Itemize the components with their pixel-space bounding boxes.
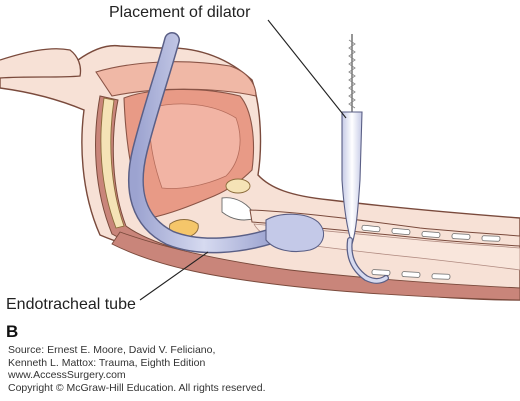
panel-letter: B — [6, 322, 19, 341]
citation-line-1: Source: Ernest E. Moore, David V. Felici… — [8, 344, 216, 356]
hyoid-bone — [225, 178, 251, 194]
tube-leader-line — [139, 251, 209, 301]
guidewire-coil — [348, 39, 356, 109]
source-citation: Source: Ernest E. Moore, David V. Felici… — [8, 344, 266, 394]
endotracheal-tube-label: Endotracheal tube — [6, 296, 136, 313]
head-neck-silhouette — [0, 44, 520, 301]
nose-profile — [0, 48, 82, 79]
dilator-label: Placement of dilator — [109, 4, 251, 21]
tongue — [149, 103, 241, 189]
dilator-sheath-inner — [347, 238, 388, 283]
endotracheal-tube-body — [129, 33, 279, 252]
vertebral-column — [100, 97, 125, 229]
dilator-leader-line — [267, 19, 347, 119]
endotracheal-cuff — [265, 213, 325, 253]
trachea-posterior-wall — [111, 231, 520, 301]
posterior-cartilage-rings — [371, 269, 451, 280]
citation-line-4: Copyright © McGraw-Hill Education. All r… — [8, 381, 266, 394]
citation-line-3: www.AccessSurgery.com — [8, 369, 126, 382]
tracheal-cartilage-rings — [361, 224, 501, 242]
citation-line-2: Kenneth L. Mattox: Trauma, Eighth Editio… — [8, 356, 206, 369]
